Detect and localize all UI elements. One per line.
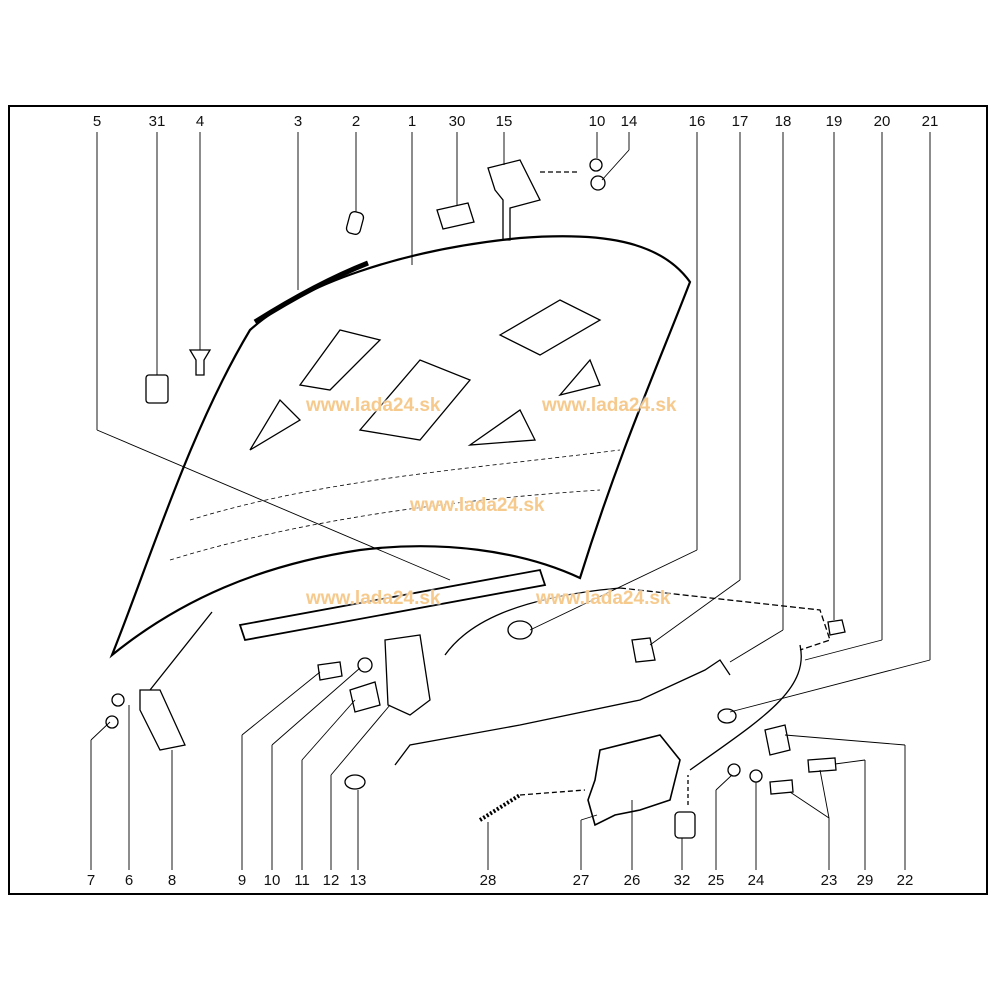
hood-opening-4 [249, 398, 302, 451]
callout-17: 17 [731, 113, 749, 130]
part-12-latch-plate [384, 634, 431, 716]
callout-22: 22 [896, 872, 914, 889]
part-23-bolt [769, 779, 794, 795]
callout-30: 30 [448, 113, 466, 130]
callout-10-top: 10 [588, 113, 606, 130]
part-32-cap [674, 811, 696, 839]
hood-opening-2 [358, 359, 472, 441]
callout-27: 27 [572, 872, 590, 889]
callout-11: 11 [294, 872, 310, 889]
part-19-clip [827, 619, 846, 636]
watermark: www.lada24.sk [410, 495, 545, 516]
callout-4: 4 [195, 113, 205, 130]
watermark: www.lada24.sk [542, 395, 677, 416]
hood-opening-1 [298, 329, 382, 391]
hood-opening-5 [467, 409, 537, 446]
callout-1: 1 [407, 113, 417, 130]
callout-15: 15 [495, 113, 513, 130]
part-20-cable [689, 644, 802, 771]
part-25-washer [727, 763, 741, 777]
part-6-washer [111, 693, 125, 707]
part-10-nut [589, 158, 603, 172]
part-7-clip [105, 715, 119, 729]
hood-opening-3 [498, 299, 602, 356]
callout-24: 24 [747, 872, 765, 889]
callout-23: 23 [820, 872, 838, 889]
part-13-grommet [344, 774, 366, 790]
callout-31: 31 [148, 113, 166, 130]
part-4-buffer [188, 349, 212, 376]
hood-panel [109, 235, 692, 659]
callout-18: 18 [774, 113, 792, 130]
part-16-cable [444, 587, 621, 656]
leader-lines [90, 132, 931, 870]
callout-20: 20 [873, 113, 891, 130]
part-18-rod [394, 659, 731, 766]
part-11-plate [349, 681, 381, 713]
part-2-clip [345, 211, 365, 235]
part-9-bolt [317, 661, 343, 681]
diagram-frame [8, 105, 988, 895]
part-31-buffer [145, 374, 169, 404]
part-16-grommet [507, 620, 533, 640]
callout-29: 29 [856, 872, 874, 889]
part-5-seal [238, 568, 547, 642]
part-29-bolt [807, 757, 837, 773]
callout-25: 25 [707, 872, 725, 889]
callout-3: 3 [293, 113, 303, 130]
callout-16: 16 [688, 113, 706, 130]
watermark: www.lada24.sk [306, 588, 441, 609]
callout-9: 9 [237, 872, 247, 889]
callout-6: 6 [124, 872, 134, 889]
callout-8: 8 [167, 872, 177, 889]
callout-10-bottom: 10 [263, 872, 281, 889]
part-14-nut [590, 175, 606, 191]
part-15-bracket [487, 159, 541, 241]
callout-19: 19 [825, 113, 843, 130]
callout-26: 26 [623, 872, 641, 889]
callout-12: 12 [322, 872, 340, 889]
part-17-clip [631, 637, 656, 663]
part-30-label [436, 202, 475, 230]
part-8-stay [139, 611, 213, 751]
part-10-washer [357, 657, 373, 673]
callout-32: 32 [673, 872, 691, 889]
seal-strip [253, 260, 369, 325]
callout-2: 2 [351, 113, 361, 130]
part-27-lock [587, 734, 681, 827]
watermark: www.lada24.sk [306, 395, 441, 416]
callout-7: 7 [86, 872, 96, 889]
callout-14: 14 [620, 113, 638, 130]
callout-21: 21 [921, 113, 939, 130]
hood-opening-6 [558, 358, 601, 397]
watermark: www.lada24.sk [536, 588, 671, 609]
part-21-grommet [717, 708, 737, 724]
callout-28: 28 [479, 872, 497, 889]
callout-5: 5 [92, 113, 102, 130]
part-22-bracket [764, 724, 791, 756]
part-24-washer [749, 769, 763, 783]
part-28-spring [478, 793, 522, 822]
callout-13: 13 [349, 872, 367, 889]
